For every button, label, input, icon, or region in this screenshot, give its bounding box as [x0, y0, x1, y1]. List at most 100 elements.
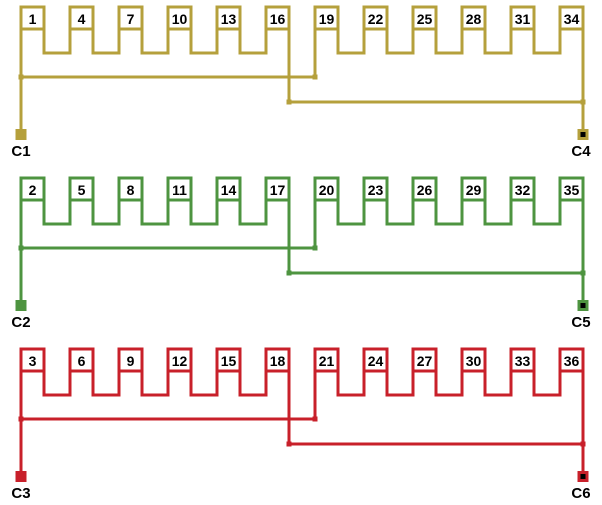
slot-label: 36 — [564, 353, 580, 369]
slot-label: 12 — [172, 353, 188, 369]
slot-label: 34 — [564, 11, 580, 27]
junction-dot — [18, 74, 24, 80]
end-connections — [42, 371, 562, 397]
slot-label: 24 — [368, 353, 384, 369]
junction-dot — [286, 99, 292, 105]
slot-box — [166, 176, 193, 202]
slot-box — [313, 347, 340, 373]
slot-label: 22 — [368, 11, 384, 27]
slot-box — [558, 347, 585, 373]
slot-label: 14 — [221, 182, 237, 198]
slot-label: 13 — [221, 11, 237, 27]
end-terminal-label: C4 — [571, 143, 591, 160]
slot-box — [19, 347, 46, 373]
slot-box — [411, 5, 438, 31]
start-terminal-square — [15, 471, 27, 482]
slot-box — [19, 5, 46, 31]
slot-box — [166, 347, 193, 373]
slot-label: 17 — [270, 182, 286, 198]
slot-box — [313, 176, 340, 202]
slot-box — [313, 5, 340, 31]
slot-label: 1 — [29, 11, 37, 27]
slot-box — [264, 347, 291, 373]
junction-dot — [286, 441, 292, 447]
start-terminal-square — [15, 129, 27, 140]
slot-label: 23 — [368, 182, 384, 198]
start-terminal-square — [15, 300, 27, 311]
junction-dot — [312, 245, 318, 251]
slot-box — [117, 347, 144, 373]
slot-box — [558, 5, 585, 31]
slot-label: 16 — [270, 11, 286, 27]
end-connections — [42, 200, 562, 226]
slot-box — [68, 347, 95, 373]
junction-dot — [312, 74, 318, 80]
slot-box — [215, 347, 242, 373]
junction-dot — [312, 416, 318, 422]
start-terminal-label: C1 — [11, 143, 30, 160]
slot-label: 4 — [78, 11, 86, 27]
slot-box — [264, 176, 291, 202]
slot-box — [460, 176, 487, 202]
slot-label: 25 — [417, 11, 433, 27]
slot-label: 32 — [515, 182, 531, 198]
slot-label: 2 — [29, 182, 37, 198]
slot-box — [68, 176, 95, 202]
start-terminal-label: C3 — [11, 485, 30, 502]
slot-box — [362, 5, 389, 31]
slot-box — [411, 347, 438, 373]
slot-label: 20 — [319, 182, 335, 198]
slot-label: 26 — [417, 182, 433, 198]
slot-box — [509, 176, 536, 202]
slot-label: 35 — [564, 182, 580, 198]
slot-label: 9 — [127, 353, 135, 369]
slot-box — [509, 347, 536, 373]
slot-label: 7 — [127, 11, 135, 27]
slot-box — [19, 176, 46, 202]
slot-box — [117, 176, 144, 202]
slot-label: 19 — [319, 11, 335, 27]
slot-box — [509, 5, 536, 31]
end-terminal-center — [580, 474, 586, 479]
slot-box — [117, 5, 144, 31]
slot-box — [215, 176, 242, 202]
slot-box — [264, 5, 291, 31]
slot-label: 11 — [172, 182, 187, 198]
junction-dot — [580, 270, 586, 276]
end-terminal-label: C5 — [571, 314, 590, 331]
junction-dot — [286, 270, 292, 276]
slot-label: 33 — [515, 353, 531, 369]
slot-label: 27 — [417, 353, 433, 369]
slot-label: 28 — [466, 11, 482, 27]
slot-box — [460, 5, 487, 31]
slot-box — [166, 5, 193, 31]
start-terminal-label: C2 — [11, 314, 30, 331]
slot-label: 30 — [466, 353, 482, 369]
slot-label: 18 — [270, 353, 286, 369]
slot-box — [411, 176, 438, 202]
slot-label: 5 — [78, 182, 86, 198]
slot-label: 8 — [127, 182, 135, 198]
slot-box — [215, 5, 242, 31]
slot-box — [558, 176, 585, 202]
end-connections — [42, 29, 562, 55]
end-terminal-center — [580, 132, 586, 137]
slot-box — [460, 347, 487, 373]
slot-box — [362, 176, 389, 202]
slot-box — [68, 5, 95, 31]
junction-dot — [18, 245, 24, 251]
slot-box — [362, 347, 389, 373]
slot-label: 29 — [466, 182, 482, 198]
slot-label: 21 — [319, 353, 335, 369]
slot-label: 15 — [221, 353, 237, 369]
slot-label: 6 — [78, 353, 86, 369]
slot-label: 10 — [172, 11, 188, 27]
end-terminal-center — [580, 303, 586, 308]
junction-dot — [580, 99, 586, 105]
end-terminal-label: C6 — [571, 485, 590, 502]
junction-dot — [18, 416, 24, 422]
slot-label: 3 — [29, 353, 37, 369]
